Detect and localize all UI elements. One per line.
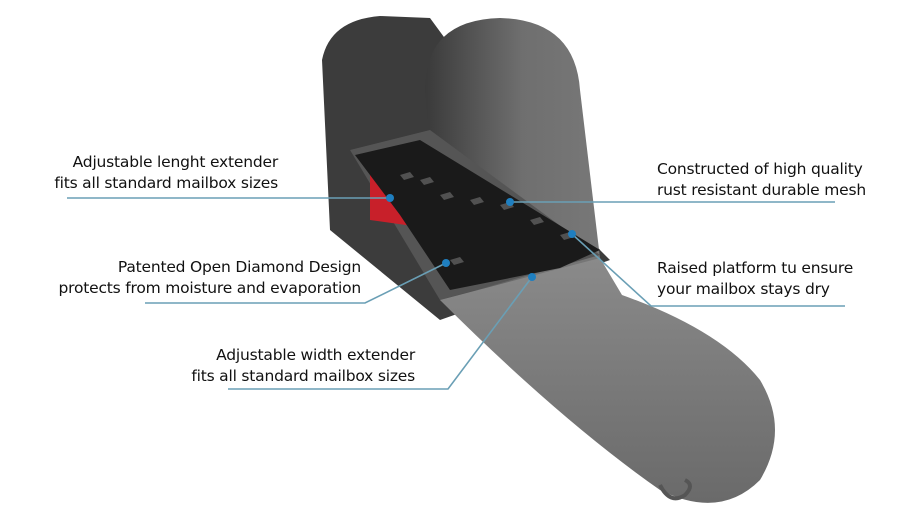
callout-raised-platform: Raised platform tu ensure your mailbox s… (657, 259, 854, 298)
callout-length-extender: Adjustable lenght extender fits all stan… (54, 153, 278, 192)
dot-width (528, 273, 536, 281)
mailbox-door (440, 258, 775, 503)
mesh-insert (355, 140, 600, 290)
dot-length (386, 194, 394, 202)
dot-platform (568, 230, 576, 238)
leader-line-diamond (145, 262, 447, 304)
mesh-holes (400, 172, 574, 265)
callout-dots (386, 194, 576, 281)
callout-mesh-quality: Constructed of high quality rust resista… (657, 160, 866, 199)
callout-diamond-design: Patented Open Diamond Design protects fr… (58, 258, 361, 297)
leader-lines (67, 197, 845, 390)
dot-diamond (442, 259, 450, 267)
callout-width-extender: Adjustable width extender fits all stand… (191, 346, 415, 385)
door-latch (658, 478, 692, 501)
leader-line-width (228, 276, 533, 390)
dot-mesh (506, 198, 514, 206)
leader-line-platform (571, 233, 845, 307)
